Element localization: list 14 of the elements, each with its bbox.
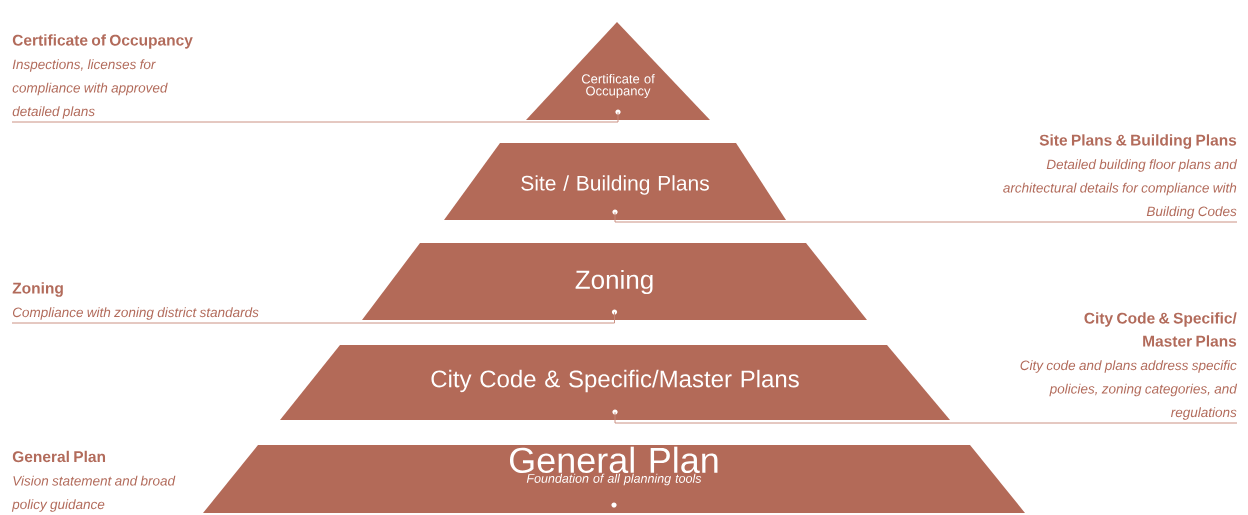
leader-line [614, 411, 1238, 424]
pyramid-tier: City Code & Specific/Master Plans [273, 340, 957, 423]
description-text: City Code & Specific/ Master Plans City code and plans address specific policies, zoning categories, and regulations [1020, 312, 1238, 420]
description-text: Certificate of Occupancy Inspections, licenses for compliance with approved detailed plans [12, 34, 193, 119]
pyramid-tier: Certificate of Occupancy [519, 17, 717, 123]
description-text: Site Plans & Building Plans Detailed building floor plans and architectural details for compliance with Building Codes [1003, 134, 1238, 219]
leader-line [11, 311, 615, 324]
leader-line [614, 211, 1238, 223]
description-text: Zoning Compliance with zoning district standards [12, 282, 259, 320]
pyramid-tier: Site / Building Plans [437, 138, 793, 223]
pyramid-tier: Zoning [355, 238, 874, 323]
pyramid-tier: General Plan Foundation of all planning tools [196, 440, 1032, 515]
description-text: General Plan Vision statement and broad policy guidance [11, 450, 176, 512]
leader-line [11, 111, 619, 123]
